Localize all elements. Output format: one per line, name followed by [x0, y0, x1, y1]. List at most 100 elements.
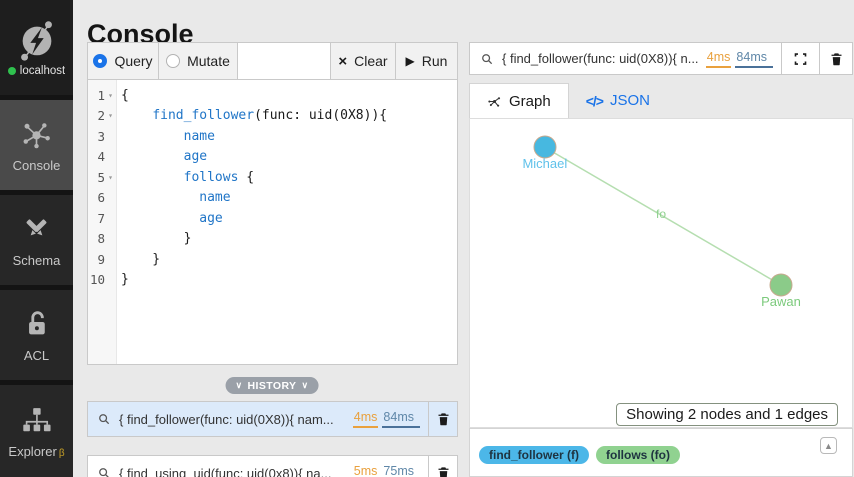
line-number: 3 [97, 128, 105, 144]
graph-node[interactable] [769, 273, 793, 297]
history-list: { find_follower(func: uid(0X8)){ nam... … [87, 401, 458, 477]
query-timing: 4ms 84ms [352, 410, 428, 428]
query-editor[interactable]: 1 ▾ { 2 ▾ find_follower(func: uid(0X8)){… [87, 80, 458, 365]
clear-x-icon: × [338, 52, 348, 70]
line-number: 9 [97, 251, 105, 267]
graph-node-label: Michael [522, 156, 568, 172]
chevron-down-icon: ∨ [301, 380, 309, 390]
clear-button[interactable]: × Clear [330, 43, 395, 79]
server-latency: 4ms [352, 410, 379, 428]
sidebar-item-schema[interactable]: Schema [0, 195, 73, 285]
graph-icon [488, 96, 501, 107]
fold-caret-icon[interactable]: ▾ [108, 90, 113, 100]
result-tabs: Graph </> JSON [469, 83, 667, 118]
toolbar-spacer [238, 43, 330, 79]
history-item-main: { find_follower(func: uid(0X8)){ nam... … [88, 402, 428, 436]
tab-graph[interactable]: Graph [469, 83, 569, 118]
collapse-panel-button[interactable]: ▲ [820, 437, 837, 454]
sidebar-item-acl[interactable]: ACL [0, 290, 73, 380]
delete-result-button[interactable] [819, 43, 852, 74]
sidebar-item-label: Schema [12, 252, 61, 268]
line-number: 10 [89, 272, 105, 288]
trash-icon [831, 52, 841, 65]
connection-status: localhost [7, 65, 66, 77]
editor-line: 5 ▾ follows { [88, 167, 457, 188]
graph-canvas[interactable]: fo Michael Pawan Showing 2 nodes and 1 e… [469, 118, 853, 428]
chevron-down-icon: ∨ [235, 380, 243, 390]
editor-line: 1 ▾ { [88, 85, 457, 106]
radio-unselected-icon [166, 54, 181, 68]
code-text: find_follower(func: uid(0X8)){ [152, 108, 388, 124]
graph-status: Showing 2 nodes and 1 edges [616, 403, 838, 426]
total-latency: 84ms [382, 410, 420, 428]
mutate-mode-radio[interactable]: Mutate [159, 43, 238, 79]
code-text: name [183, 128, 215, 144]
connection-host-label: localhost [19, 65, 66, 77]
tab-graph-label: Graph [509, 92, 551, 110]
dgraph-logo-icon [20, 21, 52, 61]
run-button[interactable]: ▶ Run [395, 43, 457, 79]
history-query-text: { find_using_uid(func: uid(0x8)){ na... [119, 465, 332, 477]
result-query-bar: { find_follower(func: uid(0X8)){ n... 4m… [469, 42, 853, 75]
query-timing: 5ms 75ms [353, 464, 428, 477]
mutate-mode-label: Mutate [187, 53, 230, 69]
sidebar-item-console[interactable]: Console [0, 100, 73, 190]
tab-json[interactable]: </> JSON [569, 83, 667, 118]
graph-node[interactable] [533, 135, 557, 159]
fold-caret-icon[interactable]: ▾ [108, 111, 113, 121]
tab-json-label: JSON [609, 92, 650, 109]
line-number: 6 [97, 190, 105, 206]
server-latency: 5ms [353, 464, 379, 477]
trash-icon [438, 413, 448, 426]
delete-history-button[interactable] [428, 402, 457, 436]
editor-line: 4 ▾ age [88, 147, 457, 168]
fold-caret-icon[interactable]: ▾ [108, 172, 113, 182]
editor-line: 2 ▾ find_follower(func: uid(0X8)){ [88, 106, 457, 127]
editor-line: 8 ▾ } [88, 229, 457, 250]
beta-badge: β [58, 447, 65, 459]
result-query-text: { find_follower(func: uid(0X8)){ n... [502, 51, 698, 66]
radio-selected-icon [93, 54, 108, 68]
code-icon: </> [585, 92, 604, 109]
code-text: age [183, 149, 208, 165]
editor-line: 10 ▾ } [88, 270, 457, 291]
graph-legend: find_follower (f) follows (fo) [479, 446, 680, 464]
query-mode-label: Query [114, 53, 153, 69]
fullscreen-icon [794, 52, 807, 65]
code-text: } [121, 272, 129, 288]
legend-badge[interactable]: follows (fo) [596, 446, 680, 464]
run-play-icon: ▶ [405, 54, 415, 68]
line-number: 2 [97, 108, 105, 124]
history-item[interactable]: { find_using_uid(func: uid(0x8)){ na... … [87, 455, 458, 477]
graph-edge-line [544, 146, 782, 286]
code-text: name [199, 190, 231, 206]
triangle-up-icon: ▲ [824, 440, 833, 451]
history-label: HISTORY [247, 379, 297, 392]
trash-icon [438, 467, 448, 477]
online-status-dot [7, 67, 16, 75]
delete-history-button[interactable] [428, 456, 457, 477]
line-number: 1 [97, 87, 105, 103]
explorer-sitemap-icon [23, 407, 51, 431]
search-icon [99, 414, 110, 425]
history-item[interactable]: { find_follower(func: uid(0X8)){ nam... … [87, 401, 458, 437]
code-text: } [121, 251, 161, 267]
query-mode-radio[interactable]: Query [88, 43, 159, 79]
line-number: 4 [97, 149, 105, 165]
search-icon [99, 468, 109, 477]
sidebar-item-label: Console [12, 157, 61, 173]
editor-line: 7 ▾ age [88, 208, 457, 229]
query-timing: 4ms 84ms [705, 50, 781, 68]
result-footer: find_follower (f) follows (fo) ▲ [469, 428, 853, 477]
line-number: 5 [97, 169, 105, 185]
search-icon [482, 53, 493, 64]
result-query-main: { find_follower(func: uid(0X8)){ n... 4m… [470, 43, 781, 74]
sidebar-logo-block[interactable]: localhost [0, 0, 73, 95]
editor-line: 3 ▾ name [88, 126, 457, 147]
line-number: 8 [97, 231, 105, 247]
fullscreen-button[interactable] [781, 43, 819, 74]
editor-lines: 1 ▾ { 2 ▾ find_follower(func: uid(0X8)){… [88, 80, 457, 290]
legend-badge[interactable]: find_follower (f) [479, 446, 589, 464]
history-toggle[interactable]: ∨ HISTORY ∨ [225, 377, 319, 394]
